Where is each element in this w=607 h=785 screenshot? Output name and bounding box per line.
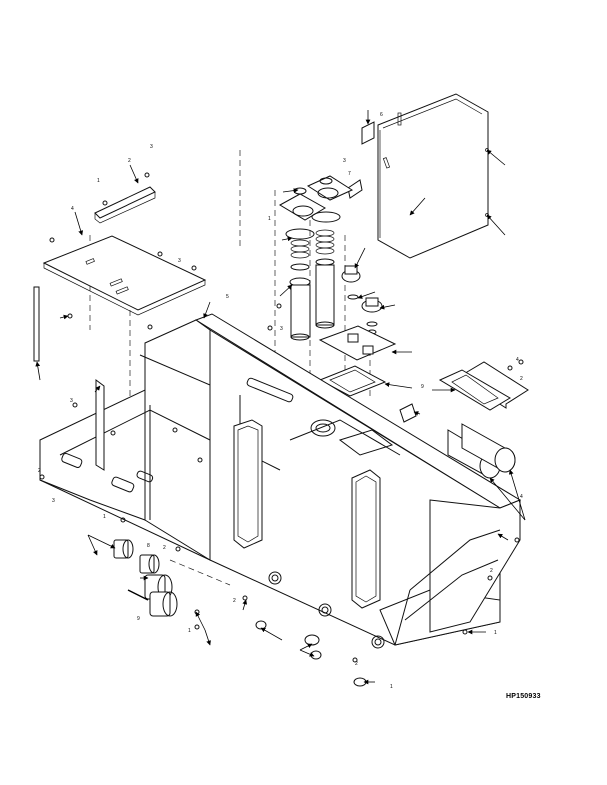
callout-label: 5 — [226, 294, 229, 300]
filter-mount-plate — [318, 325, 397, 361]
leader-arrows — [35, 110, 526, 685]
callout-label: 1 — [97, 178, 100, 184]
filter-head-assembly — [278, 175, 354, 240]
callout-label: 2 — [520, 376, 523, 382]
callout-label: 1 — [268, 216, 271, 222]
callout-label: 2 — [355, 661, 358, 667]
callout-label: 2 — [38, 468, 41, 474]
figure-id-label: HP150933 — [506, 693, 541, 700]
callout-label: 4 — [520, 494, 523, 500]
callout-label: 2 — [233, 598, 236, 604]
callout-label: 6 — [380, 112, 383, 118]
callout-label: 3 — [280, 326, 283, 332]
callout-label: 2 — [490, 568, 493, 574]
main-tank-body — [39, 313, 522, 646]
callout-label: 1 — [494, 630, 497, 636]
top-cover-plate — [42, 235, 207, 316]
fastener-hardware — [39, 172, 524, 663]
callout-label: 3 — [150, 144, 153, 150]
callout-label: 3 — [52, 498, 55, 504]
filler-cap-assembly — [341, 265, 383, 335]
side-cover-plate — [438, 361, 529, 411]
vertical-rod — [33, 286, 40, 362]
drain-ports — [268, 571, 385, 649]
cover-strip-angle — [94, 186, 156, 224]
callout-label: 8 — [147, 543, 150, 549]
port-plugs — [255, 620, 367, 687]
wall-cutouts — [61, 377, 394, 493]
callout-label: 4 — [71, 206, 74, 212]
filter-springs — [290, 229, 335, 259]
access-door-panel — [377, 93, 489, 259]
callout-label: 3 — [70, 398, 73, 404]
filter-elements — [289, 258, 335, 341]
channel-posts — [95, 379, 381, 609]
callout-label: 9 — [137, 616, 140, 622]
callout-label: 9 — [421, 384, 424, 390]
callout-label: 3 — [343, 158, 346, 164]
callout-label: 7 — [348, 171, 351, 177]
callout-labels: 3 2 1 4 3 5 3 6 7 1 3 9 4 2 3 2 3 1 8 2 … — [38, 112, 523, 690]
callout-label: 3 — [178, 258, 181, 264]
callout-label: 4 — [516, 357, 519, 363]
callout-label: 1 — [390, 684, 393, 690]
hose-couplings — [113, 539, 178, 617]
door-latch-bracket — [347, 121, 375, 199]
callout-label: 2 — [128, 158, 131, 164]
callout-label: 1 — [188, 628, 191, 634]
callout-label: 1 — [103, 514, 106, 520]
canister-filters — [447, 423, 516, 479]
callout-label: 2 — [163, 545, 166, 551]
